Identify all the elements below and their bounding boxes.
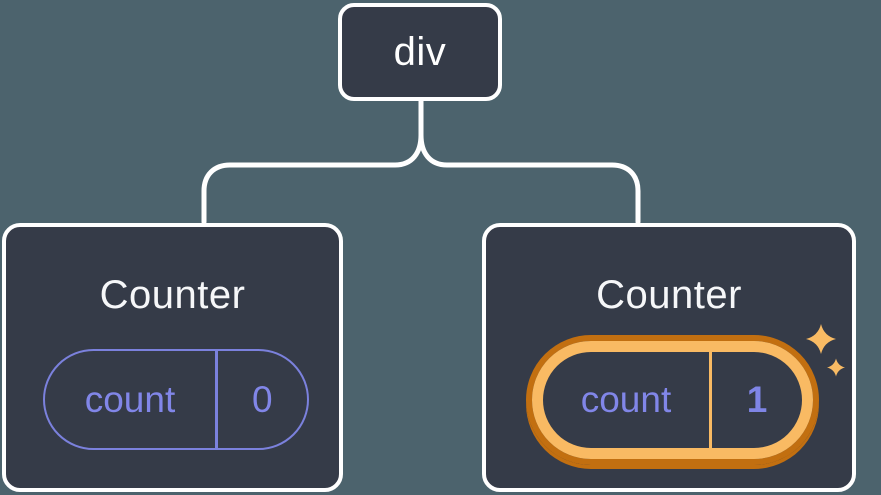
state-pill: count 0 <box>43 349 309 450</box>
counter-node-2-title: Counter <box>596 273 742 317</box>
highlighted-state-pill-inner: count 1 <box>532 341 813 459</box>
state-value: 0 <box>251 378 273 420</box>
state-value: 1 <box>746 379 768 420</box>
counter-node-2: Counter count 1 <box>482 223 856 492</box>
connector-right-branch <box>418 98 641 225</box>
connector-left-branch <box>201 98 424 225</box>
highlighted-state-pill: count 1 <box>526 335 819 465</box>
counter-node-1: Counter count 0 <box>2 223 343 492</box>
root-node-label: div <box>393 29 447 74</box>
state-key-label: count <box>84 378 176 420</box>
state-pill-divider <box>215 351 218 448</box>
sparkle-small-icon <box>827 358 845 377</box>
sparkle-large-icon <box>806 324 836 354</box>
counter-node-1-title: Counter <box>99 273 246 317</box>
root-node-div: div <box>338 3 502 101</box>
state-pill-divider <box>709 352 712 448</box>
state-key-label: count <box>580 379 672 420</box>
